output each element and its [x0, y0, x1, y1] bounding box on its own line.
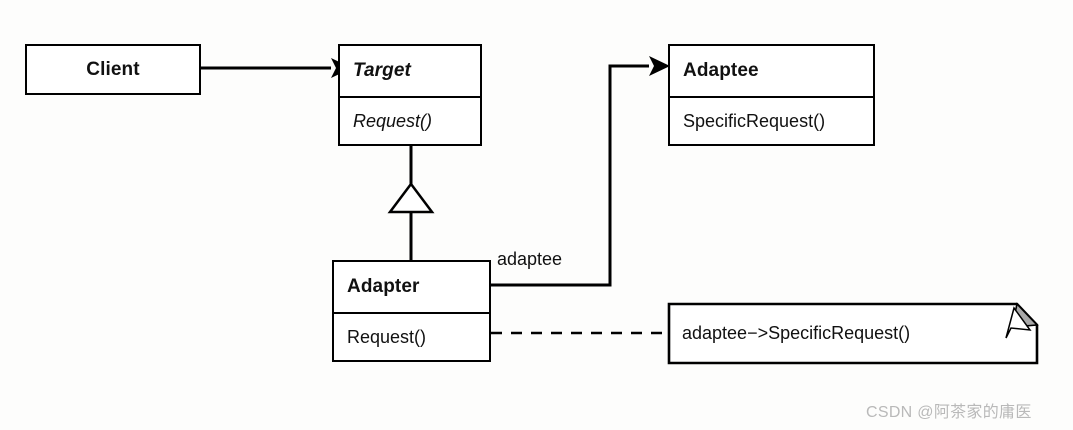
class-box-target[interactable]: Target Request()	[338, 44, 482, 146]
class-name-adapter: Adapter	[347, 276, 420, 297]
operation-adapter-request: Request()	[347, 327, 427, 347]
operation-target-request: Request()	[353, 111, 433, 131]
class-name-target: Target	[353, 60, 411, 81]
relation-adapter-to-target-generalization	[387, 146, 435, 260]
relation-client-to-target	[201, 58, 352, 78]
note-box[interactable]: adaptee−>SpecificRequest()	[668, 303, 1038, 364]
filled-arrowhead-icon	[649, 56, 670, 76]
class-box-client[interactable]: Client	[25, 44, 201, 95]
class-box-adapter[interactable]: Adapter Request()	[332, 260, 491, 362]
class-name-compartment: Client	[27, 46, 199, 93]
hollow-triangle-icon	[387, 181, 435, 214]
relation-adapter-to-adaptee	[491, 56, 670, 287]
operation-adaptee-specificrequest: SpecificRequest()	[683, 111, 826, 131]
class-operations-compartment: SpecificRequest()	[670, 96, 873, 145]
class-name-adaptee: Adaptee	[683, 60, 759, 81]
class-box-adaptee[interactable]: Adaptee SpecificRequest()	[668, 44, 875, 146]
class-operations-compartment: Request()	[340, 96, 480, 145]
class-name-client: Client	[86, 58, 140, 80]
class-name-compartment: Target	[340, 46, 480, 96]
association-role-label-adaptee: adaptee	[497, 249, 563, 269]
note-shape	[667, 302, 1039, 365]
note-text: adaptee−>SpecificRequest()	[682, 323, 911, 343]
class-operations-compartment: Request()	[334, 312, 489, 361]
cursor-arrow-icon	[1005, 306, 1032, 339]
class-name-compartment: Adaptee	[670, 46, 873, 96]
watermark-text: CSDN @阿茶家的庸医	[866, 404, 1032, 421]
class-name-compartment: Adapter	[334, 262, 489, 312]
